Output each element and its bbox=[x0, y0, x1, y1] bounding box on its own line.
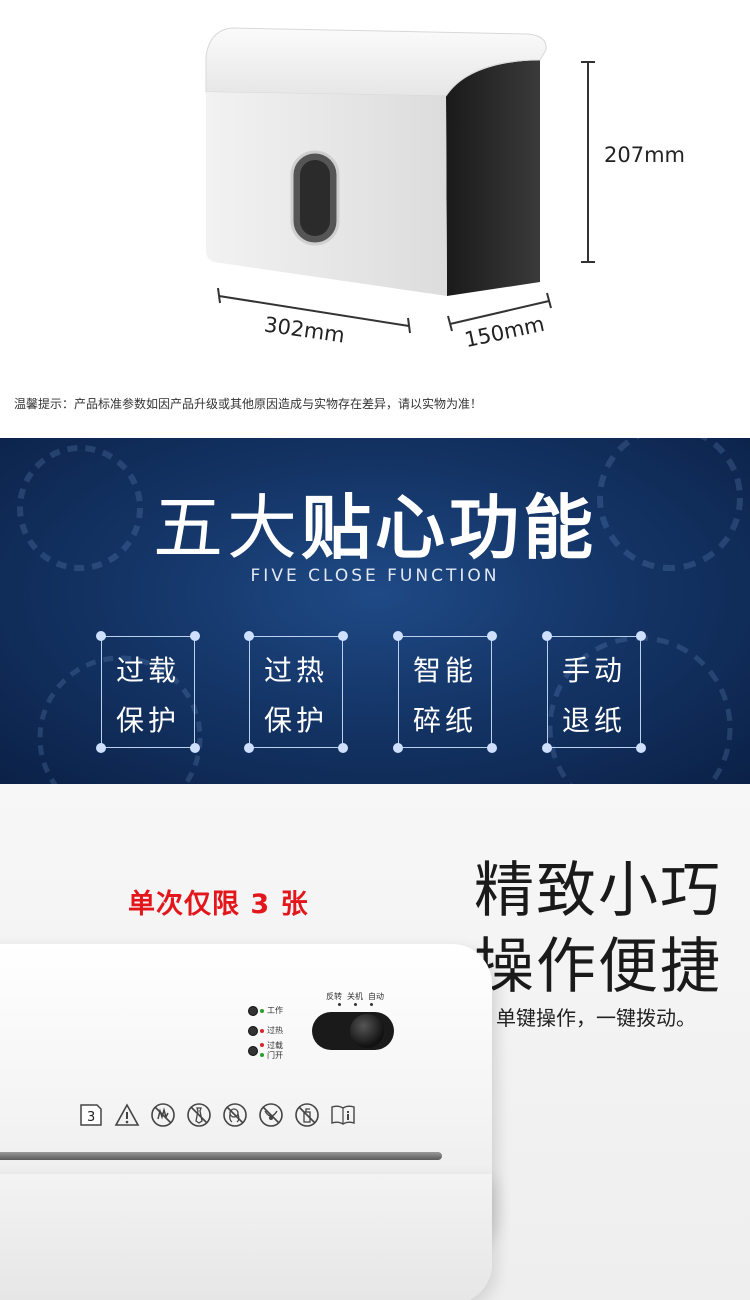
features-subtitle: FIVE CLOSE FUNCTION bbox=[250, 566, 500, 586]
work-indicator-light bbox=[248, 1006, 258, 1016]
overload-indicator-light bbox=[248, 1046, 258, 1056]
notice-text: 温馨提示：产品标准参数如因产品升级或其他原因造成与实物存在差异，请以实物为准！ bbox=[14, 397, 483, 411]
door-open-indicator-label: 门开 bbox=[267, 1051, 283, 1060]
feature-label-line2: 碎纸 bbox=[412, 704, 477, 737]
product-detail-section: 单次仅限 3 张 精致小巧 操作便捷 单键操作，一键拨动。 工作 过热 过载 门… bbox=[0, 784, 750, 1300]
feature-label-line1: 智能 bbox=[412, 654, 477, 687]
no-spray-icon bbox=[295, 1103, 319, 1127]
shredder-dimension-illustration bbox=[205, 27, 595, 334]
overload-indicator-label: 过载 bbox=[267, 1041, 283, 1050]
switch-knob[interactable] bbox=[350, 1014, 384, 1048]
read-manual-icon bbox=[331, 1105, 355, 1125]
feature-label-line1: 过载 bbox=[115, 654, 180, 687]
feature-label-line2: 保护 bbox=[115, 704, 180, 737]
sheet-limit-text: 单次仅限 3 张 bbox=[128, 889, 309, 920]
feature-label-line2: 退纸 bbox=[561, 704, 626, 737]
feature-overload-protection: 过载 保护 bbox=[96, 631, 200, 753]
features-banner: 五大贴心功能 FIVE CLOSE FUNCTION 过载 保护 过热 保护 智… bbox=[0, 438, 750, 784]
switch-label-reverse: 反转 bbox=[326, 992, 342, 1001]
feature-label-line2: 保护 bbox=[263, 704, 328, 737]
operation-description: 单键操作，一键拨动。 bbox=[496, 1006, 696, 1030]
no-jewelry-icon bbox=[259, 1103, 283, 1127]
height-label: 207mm bbox=[604, 143, 685, 167]
feature-smart-shredding: 智能 碎纸 bbox=[393, 631, 497, 753]
sheet-capacity-number: 3 bbox=[87, 1110, 95, 1125]
mode-toggle-switch[interactable] bbox=[312, 1012, 394, 1050]
height-dimension-line bbox=[581, 61, 595, 263]
headline-compact: 精致小巧 bbox=[474, 856, 722, 926]
feature-label-line1: 手动 bbox=[561, 654, 626, 687]
shredder-top-lid bbox=[205, 27, 547, 97]
shredder-side-panel bbox=[446, 60, 540, 296]
sheet-capacity-icon: 3 bbox=[80, 1104, 102, 1126]
switch-label-off: 关机 bbox=[347, 992, 363, 1001]
work-indicator-mark bbox=[260, 1009, 264, 1013]
headline-easy-operation: 操作便捷 bbox=[474, 932, 722, 1002]
features-title-bold: 贴心功能 bbox=[301, 487, 597, 569]
no-tie-icon bbox=[187, 1103, 211, 1127]
overheat-indicator-mark bbox=[260, 1029, 264, 1033]
paper-feed-slot bbox=[0, 1152, 442, 1160]
feature-manual-reverse: 手动 退纸 bbox=[542, 631, 646, 753]
dimensions-section: 207mm 302mm 150mm 温馨提示：产品标准参数如因产品升级或其他原因… bbox=[0, 0, 750, 438]
no-hair-icon bbox=[223, 1103, 247, 1127]
overheat-indicator-label: 过热 bbox=[267, 1026, 283, 1035]
features-title: 五大贴心功能 bbox=[0, 472, 750, 573]
features-title-light: 五大 bbox=[153, 487, 301, 569]
overload-indicator-mark bbox=[260, 1043, 264, 1047]
overheat-indicator-light bbox=[248, 1026, 258, 1036]
door-open-indicator-mark bbox=[260, 1053, 264, 1057]
shredder-lower-body bbox=[0, 1174, 492, 1300]
feature-label-line1: 过热 bbox=[263, 654, 328, 687]
caution-icon bbox=[114, 1103, 140, 1126]
work-indicator-label: 工作 bbox=[267, 1006, 283, 1015]
feature-overheat-protection: 过热 保护 bbox=[244, 631, 348, 753]
depth-dimension-line bbox=[447, 292, 552, 332]
switch-label-auto: 自动 bbox=[368, 992, 384, 1001]
width-dimension-line bbox=[217, 287, 411, 334]
no-hand-icon bbox=[151, 1103, 175, 1127]
